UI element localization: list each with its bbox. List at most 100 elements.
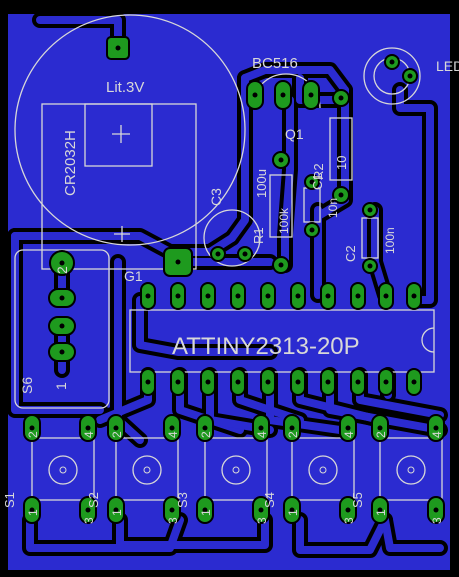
mcu-pin-top-6-drill (295, 293, 301, 299)
sw3-pin-3-label: 3 (255, 517, 269, 524)
c3-pad-1-drill (215, 251, 221, 257)
c1-pad-1-drill (309, 179, 315, 185)
sw5-center (407, 466, 415, 474)
battery-holder-slot (84, 103, 153, 167)
q1-pad-3-drill (308, 92, 314, 98)
r1-pad-1-drill (278, 157, 284, 163)
switch-s6-label: S6 (19, 377, 35, 394)
s6-pin2-label: 2 (54, 266, 70, 274)
sw1-center (59, 466, 67, 474)
sw5-pin-4-label: 4 (430, 431, 444, 438)
sw2-pad-4-drill (169, 425, 175, 431)
sw3-center (232, 466, 240, 474)
mcu-pin-bottom-10-drill (411, 379, 417, 385)
sw3-ring (221, 455, 251, 485)
mcu-pin-top-9-drill (383, 293, 389, 299)
r1-pad-2-drill (278, 262, 284, 268)
c1-label: C1 (310, 173, 325, 190)
battery-pad-plus-drill (115, 45, 121, 51)
mcu-pin-bottom-6-drill (295, 379, 301, 385)
sw3-pad-2-drill (202, 425, 208, 431)
mcu-outline (129, 309, 435, 373)
sw2-ring (132, 455, 162, 485)
c2-pad-1-drill (367, 207, 373, 213)
transistor-type-label: BC516 (252, 55, 298, 72)
s6-pad-1-drill (59, 295, 65, 301)
mcu-pin-top-1-drill (145, 293, 151, 299)
mcu-notch (421, 327, 435, 353)
led-pad-k-drill (407, 73, 413, 79)
s6-pin1-label: 1 (53, 382, 69, 390)
sw1-pin-3-label: 3 (82, 517, 96, 524)
sw3-pad-4-drill (258, 425, 264, 431)
sw2-pin-2-label: 2 (110, 431, 124, 438)
c3-value-label: 100u (254, 169, 269, 198)
sw4-pin-4-label: 4 (342, 431, 356, 438)
mcu-label: ATTINY2313-20P (172, 333, 360, 360)
sw4-pin-1-label: 1 (286, 509, 300, 516)
mcu-pin-top-5-drill (265, 293, 271, 299)
sw5-body (379, 437, 443, 501)
led-pad-a-drill (389, 59, 395, 65)
sw1-pin-2-label: 2 (26, 431, 40, 438)
r1-label: R1 (251, 227, 266, 244)
mcu-pin-top-7-drill (325, 293, 331, 299)
c1-pad-2-drill (309, 227, 315, 233)
battery-holder-label: CR2032H (62, 130, 79, 196)
pads (23, 36, 445, 524)
sw1-pad-1-drill (29, 507, 35, 513)
sw2-pad-3-drill (169, 507, 175, 513)
c3-pad-2-drill (242, 251, 248, 257)
c2-pad-2-drill (367, 263, 373, 269)
sw4-pin-3-label: 3 (342, 517, 356, 524)
battery-plus-bottom (114, 226, 130, 242)
sw4-body (291, 437, 355, 501)
sw5-pin-1-label: 1 (374, 509, 388, 516)
mcu-pin-bottom-8-drill (355, 379, 361, 385)
sw3-pin-1-label: 1 (199, 509, 213, 516)
mcu-pin-bottom-4-drill (235, 379, 241, 385)
sw5-pin-3-label: 3 (430, 517, 444, 524)
s6-pad-2-drill (59, 323, 65, 329)
sw4-ring (308, 455, 338, 485)
sw4-pad-3-drill (345, 507, 351, 513)
led-label: LED (436, 58, 459, 74)
battery-voltage-label: Lit.3V (106, 79, 144, 96)
mcu-pin-top-8-drill (355, 293, 361, 299)
sw3-pad-3-drill (258, 507, 264, 513)
sw5-pad-3-drill (433, 507, 439, 513)
c2-label: C2 (343, 245, 358, 262)
sw4-center (319, 466, 327, 474)
c3-outline (203, 209, 261, 267)
c1-value-label: 10n (326, 198, 340, 218)
sw1-pad-4-drill (85, 425, 91, 431)
r2-label: R2 (311, 163, 326, 180)
transistor-ref-label: Q1 (285, 126, 304, 142)
mcu-pin-top-3-drill (205, 293, 211, 299)
sw1-ring (48, 455, 78, 485)
r2-pad-1-drill (338, 95, 344, 101)
mcu-pin-bottom-7-drill (325, 379, 331, 385)
sw5-pin-2-label: 2 (374, 431, 388, 438)
r1-body (269, 174, 293, 238)
sw4-pin-2-label: 2 (286, 431, 300, 438)
sw1-pin-1-label: 1 (26, 509, 40, 516)
c2-value-label: 100n (383, 227, 397, 254)
s6-pad-3-drill (59, 349, 65, 355)
battery-plus-top (112, 125, 130, 143)
mcu-pin-bottom-2-drill (175, 379, 181, 385)
sw4-pad-4-drill (345, 425, 351, 431)
mcu-pin-top-2-drill (175, 293, 181, 299)
sw5-pad-1-drill (377, 507, 383, 513)
traces-inner (11, 16, 444, 554)
sw1-pad-2-drill (29, 425, 35, 431)
switch-s5-label: S5 (350, 492, 365, 508)
sw2-pad-1-drill (113, 507, 119, 513)
led-outline (363, 47, 421, 105)
sw5-ring (396, 455, 426, 485)
mcu-pin-bottom-5-drill (265, 379, 271, 385)
silk-text: Lit.3V CR2032H BC516 Q1 LED C3 100u R1 1… (19, 55, 459, 394)
